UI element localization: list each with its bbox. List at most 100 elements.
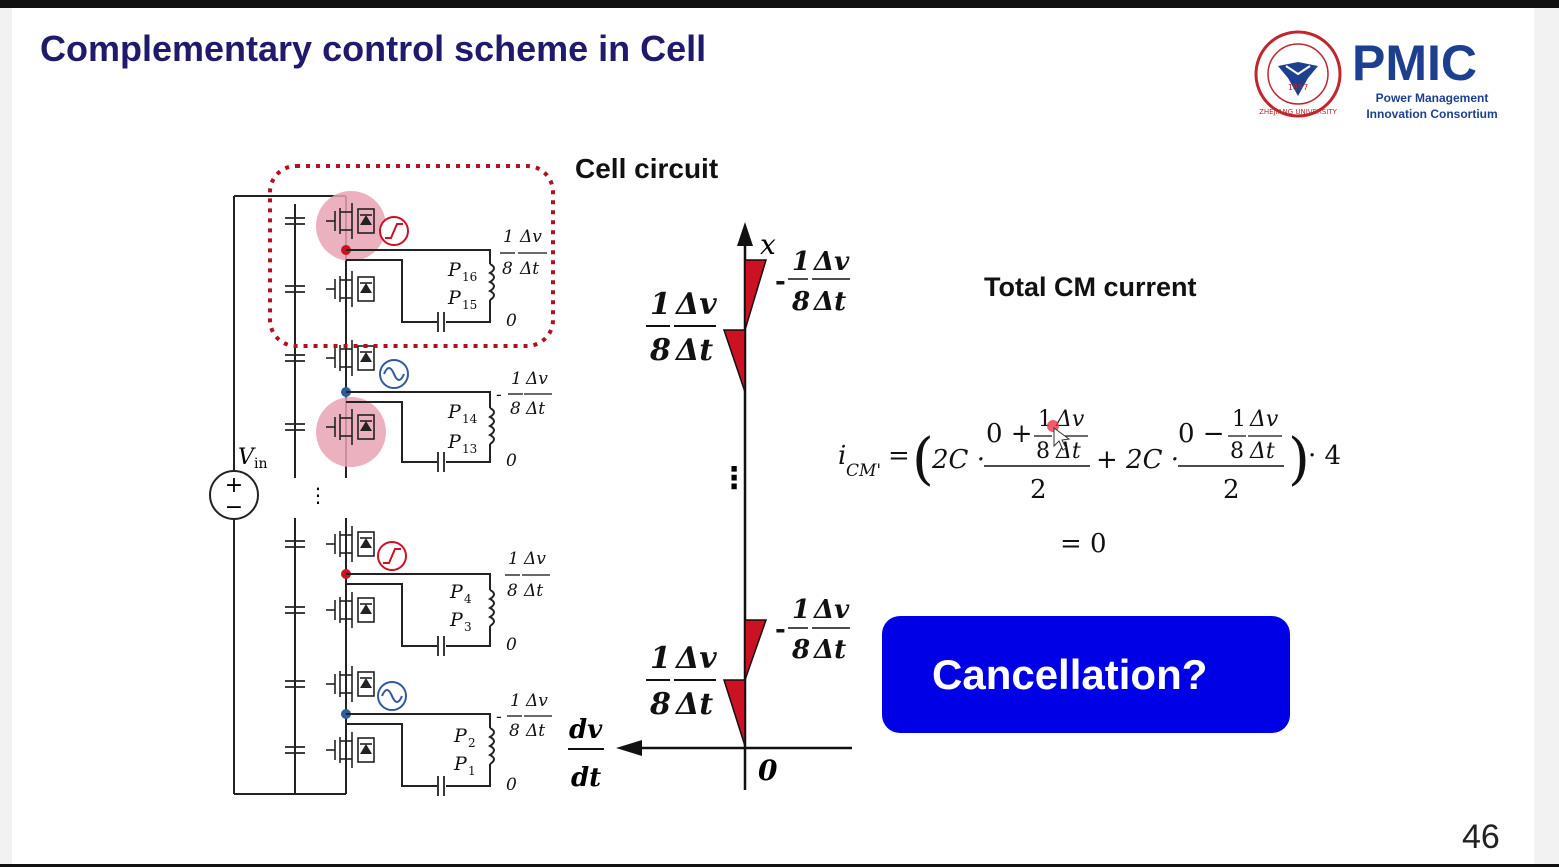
svg-text:P: P	[447, 431, 462, 453]
brand-wordmark: PMIC	[1352, 35, 1477, 91]
svg-text:2: 2	[1030, 475, 1047, 505]
svg-text:Δv: Δv	[525, 691, 548, 711]
svg-text:1: 1	[511, 369, 522, 389]
svg-text:Δt: Δt	[812, 635, 846, 665]
svg-text:Δt: Δt	[523, 581, 543, 601]
ramp-signal-icon	[379, 216, 409, 246]
svg-text:1: 1	[510, 691, 521, 711]
slide: Complementary control scheme in Cell 189…	[12, 8, 1534, 864]
page-number: 46	[1462, 818, 1500, 856]
svg-text:⋮: ⋮	[308, 483, 328, 507]
svg-text:8: 8	[507, 581, 518, 601]
svg-text:2C ·: 2C ·	[931, 445, 985, 475]
svg-text:Δv: Δv	[812, 247, 850, 277]
equation-result: = 0	[1060, 529, 1107, 559]
svg-text:=: =	[888, 441, 910, 471]
svg-text:Δt: Δt	[525, 721, 545, 741]
x-axis-label: x	[760, 228, 776, 261]
svg-text:8: 8	[509, 721, 520, 741]
triangle-bottom-positive	[744, 619, 768, 681]
svg-text:Δv: Δv	[523, 549, 546, 569]
svg-text:0: 0	[506, 635, 517, 655]
svg-text:1: 1	[792, 595, 810, 625]
svg-text:dt: dt	[571, 763, 601, 793]
svg-text:8: 8	[791, 635, 810, 665]
svg-text:Δt: Δt	[812, 287, 846, 317]
svg-text:8: 8	[1036, 439, 1050, 464]
mouse-cursor-icon	[1047, 420, 1071, 451]
cancellation-button[interactable]: Cancellation?	[882, 616, 1290, 733]
svg-text:1: 1	[1232, 407, 1246, 432]
svg-text:15: 15	[462, 298, 477, 312]
svg-text:P: P	[453, 725, 468, 747]
svg-text:1: 1	[650, 641, 671, 676]
svg-text:13: 13	[462, 442, 477, 456]
svg-text:Δv: Δv	[525, 369, 548, 389]
svg-text:+ 2C ·: + 2C ·	[1096, 445, 1179, 475]
svg-text:-: -	[775, 615, 786, 645]
svg-text:Δv: Δv	[812, 595, 850, 625]
svg-text:0: 0	[506, 451, 517, 471]
triangle-top-negative	[722, 329, 746, 393]
top-frame-bar	[0, 0, 1559, 8]
svg-text:1: 1	[503, 227, 514, 247]
triangle-bottom-negative	[722, 679, 746, 747]
pmic-logo: 1897 ZHEJIANG UNIVERSITY PMIC Power Mana…	[1254, 30, 1498, 121]
svg-text:Δv: Δv	[674, 287, 717, 322]
ramp-signal-icon	[377, 541, 407, 571]
svg-text:ZHEJIANG UNIVERSITY: ZHEJIANG UNIVERSITY	[1259, 108, 1338, 116]
svg-text:1: 1	[650, 287, 671, 322]
svg-text:Δv: Δv	[1055, 407, 1085, 432]
svg-text:Δt: Δt	[674, 333, 713, 368]
highlight-switch-p14	[316, 397, 386, 467]
svg-text:Δt: Δt	[674, 687, 713, 722]
svg-text:−: −	[225, 495, 243, 520]
svg-text:0 −: 0 −	[1178, 419, 1225, 449]
sine-signal-icon	[377, 681, 407, 711]
svg-text:Innovation Consortium: Innovation Consortium	[1366, 107, 1497, 121]
svg-text:0 +: 0 +	[986, 419, 1033, 449]
svg-text:0: 0	[506, 311, 517, 331]
svg-text:Δv: Δv	[674, 641, 717, 676]
vin-label: V	[238, 445, 256, 470]
svg-text:CM': CM'	[846, 461, 881, 481]
svg-text:1: 1	[792, 247, 810, 277]
university-seal-icon: 1897 ZHEJIANG UNIVERSITY	[1254, 30, 1342, 118]
svg-text:P: P	[447, 259, 462, 281]
svg-text:4: 4	[464, 592, 472, 606]
svg-text:3: 3	[464, 620, 472, 634]
bottom-frame-bar	[0, 864, 1559, 867]
svg-text:0: 0	[758, 754, 778, 787]
svg-text:Δt: Δt	[519, 259, 539, 279]
cm-current-equation: i CM' = ( 2C · 0 + 1 8 Δv Δt 2 + 2C · 0 …	[838, 407, 1341, 559]
total-cm-label: Total CM current	[984, 272, 1197, 302]
svg-text:Δt: Δt	[525, 399, 545, 419]
svg-text:1: 1	[508, 549, 519, 569]
svg-text:P: P	[453, 753, 468, 775]
svg-text:(: (	[912, 427, 934, 492]
triangle-top-positive	[744, 259, 768, 331]
svg-text:1897: 1897	[1288, 83, 1308, 92]
sine-signal-icon	[379, 359, 409, 389]
svg-text:14: 14	[462, 412, 478, 426]
svg-text:-: -	[496, 707, 502, 727]
svg-text:1: 1	[468, 764, 476, 778]
svg-text:+: +	[225, 473, 243, 498]
svg-text:): )	[1288, 427, 1310, 492]
svg-text:· 4: · 4	[1308, 441, 1341, 471]
svg-text:8: 8	[1230, 439, 1244, 464]
svg-text:2: 2	[468, 736, 476, 750]
svg-text:P: P	[447, 287, 462, 309]
svg-text:P: P	[447, 401, 462, 423]
svg-text:8: 8	[791, 287, 810, 317]
svg-text:dv: dv	[569, 715, 603, 745]
svg-text:-: -	[496, 385, 502, 405]
svg-text:8: 8	[649, 687, 671, 722]
circuit-diagram: + − V in ⋮	[209, 164, 1341, 797]
svg-text:8: 8	[649, 333, 671, 368]
svg-text:2: 2	[1223, 475, 1240, 505]
svg-text:i: i	[838, 441, 846, 471]
svg-text:Δt: Δt	[1055, 439, 1081, 464]
svg-text:8: 8	[510, 399, 521, 419]
svg-text:in: in	[254, 456, 268, 472]
